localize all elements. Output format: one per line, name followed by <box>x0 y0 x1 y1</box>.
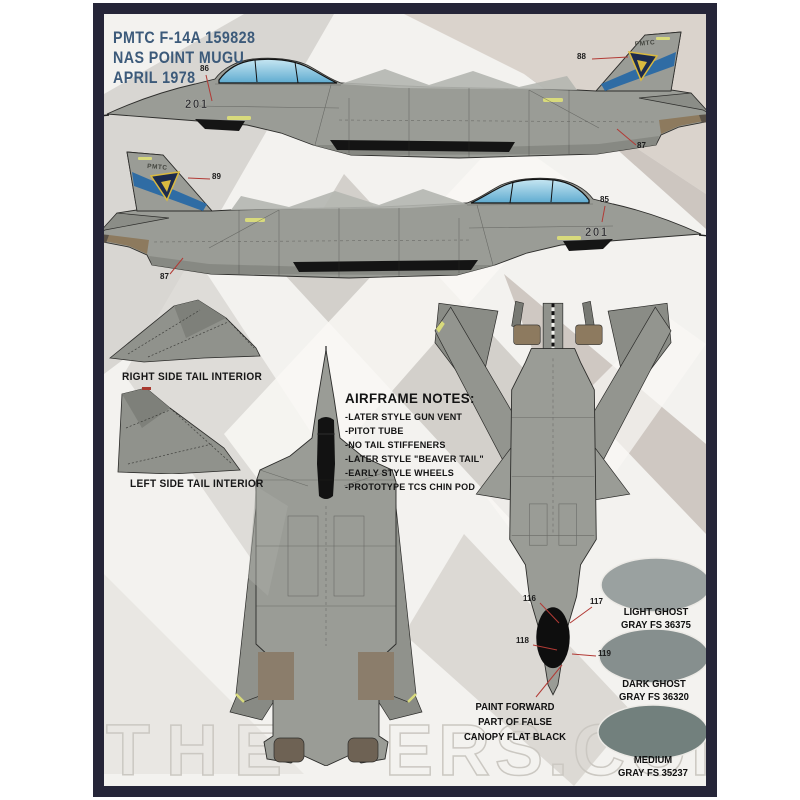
profile-side-view: PMTC 201 <box>104 151 706 279</box>
false-canopy-note-line: PAINT FORWARD <box>475 701 555 713</box>
left-tail-label: LEFT SIDE TAIL INTERIOR <box>130 478 264 490</box>
airframe-note-item: -PITOT TUBE <box>345 426 404 437</box>
paint-swatch-light-ghost <box>600 557 706 613</box>
swatch-ellipse <box>600 557 706 613</box>
callout-85: 85 <box>600 195 609 204</box>
false-canopy-note: PAINT FORWARD PART OF FALSE CANOPY FLAT … <box>448 700 583 745</box>
title-line-1: PMTC F-14A 159828 <box>113 28 256 47</box>
false-canopy-note-line: CANOPY FLAT BLACK <box>463 731 567 743</box>
exhaust-tan <box>513 324 541 345</box>
tail-code: PMTC <box>635 39 656 48</box>
airframe-note-item: -LATER STYLE GUN VENT <box>345 412 463 423</box>
exhaust-tan <box>258 652 294 700</box>
callout-89: 89 <box>212 172 221 181</box>
content-area: THE ERS.COM PMTC F-14A 159828 NAS POINT … <box>104 14 706 786</box>
swatch-label-medium: MEDIUM GRAY FS 35237 <box>586 754 707 779</box>
callout-116: 116 <box>523 594 536 603</box>
right-tail-label: RIGHT SIDE TAIL INTERIOR <box>122 371 263 383</box>
false-canopy-oval <box>536 607 570 669</box>
swatch-fs-code: GRAY FS 36320 <box>619 690 689 703</box>
callout-119: 119 <box>598 649 611 658</box>
false-canopy-note-line: PART OF FALSE <box>478 716 552 728</box>
modex-number: 201 <box>185 99 209 111</box>
dorsal-view <box>229 346 423 766</box>
right-tail-detail <box>109 299 261 363</box>
tail-code: PMTC <box>147 163 168 172</box>
swatch-name: DARK GHOST <box>622 678 686 690</box>
callout-117: 117 <box>590 597 603 606</box>
exhaust-tan <box>575 324 603 345</box>
swatch-ellipse <box>598 628 706 684</box>
swatch-name: MEDIUM <box>633 754 673 766</box>
callout-87-top: 87 <box>637 141 646 150</box>
title-line-2: NAS POINT MUGU <box>113 48 245 67</box>
airframe-note-item: -EARLY STYLE WHEELS <box>345 468 454 479</box>
exhaust-tan <box>358 652 394 700</box>
airframe-notes: AIRFRAME NOTES: -LATER STYLE GUN VENT -P… <box>345 390 495 495</box>
callout-86: 86 <box>200 64 209 73</box>
swatch-label-dark-ghost: DARK GHOST GRAY FS 36320 <box>587 678 707 703</box>
page-frame: THE ERS.COM PMTC F-14A 159828 NAS POINT … <box>93 3 717 797</box>
cockpit-canopy <box>317 417 335 499</box>
profile-top-view: PMTC 201 <box>104 31 706 159</box>
airframe-note-item: -LATER STYLE "BEAVER TAIL" <box>345 454 484 465</box>
title-block: PMTC F-14A 159828 NAS POINT MUGU APRIL 1… <box>113 28 282 88</box>
modex-number: 201 <box>585 227 609 239</box>
swatch-label-light-ghost: LIGHT GHOST GRAY FS 36375 <box>589 606 707 631</box>
callout-118: 118 <box>516 636 529 645</box>
title-line-3: APRIL 1978 <box>113 68 196 87</box>
paint-swatch-medium <box>597 704 706 760</box>
airframe-note-item: -NO TAIL STIFFENERS <box>345 440 446 451</box>
airframe-notes-heading: AIRFRAME NOTES: <box>345 390 475 406</box>
swatch-fs-code: GRAY FS 35237 <box>618 766 688 779</box>
callout-88: 88 <box>577 52 586 61</box>
callout-87-side: 87 <box>160 272 169 281</box>
ventral-view <box>434 300 672 696</box>
swatch-ellipse <box>597 704 706 760</box>
swatch-name: LIGHT GHOST <box>623 606 689 618</box>
paint-swatch-dark-ghost <box>598 628 706 684</box>
left-tail-detail <box>117 387 241 474</box>
airframe-note-item: -PROTOTYPE TCS CHIN POD <box>345 482 476 493</box>
swatch-fs-code: GRAY FS 36375 <box>621 618 691 631</box>
watermark-left: THE <box>105 710 298 786</box>
